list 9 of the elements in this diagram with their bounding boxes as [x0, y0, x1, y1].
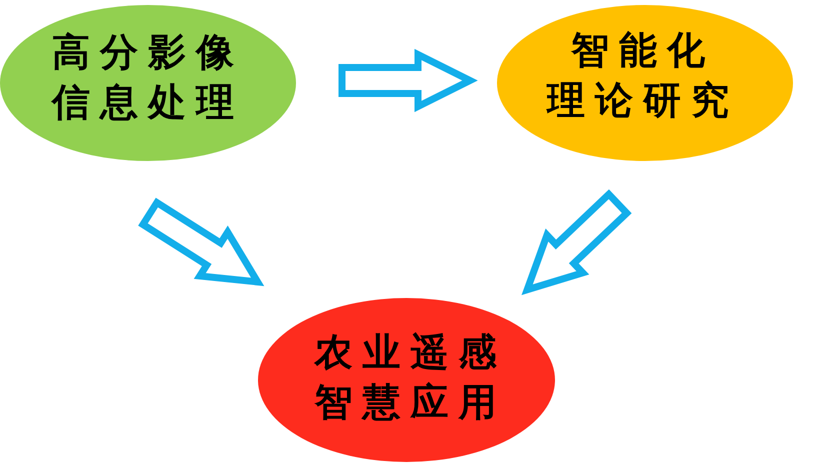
block-arrow — [138, 198, 264, 286]
block-arrow — [522, 189, 632, 296]
node-label: 高分影像信息处理 — [50, 29, 244, 126]
topic-ellipse — [258, 298, 555, 462]
node-label: 农业遥感智慧应用 — [313, 329, 506, 426]
topic-ellipse — [497, 5, 793, 161]
topic-ellipse — [0, 5, 296, 161]
node-label: 智能化理论研究 — [545, 27, 739, 124]
block-arrow — [338, 48, 478, 112]
